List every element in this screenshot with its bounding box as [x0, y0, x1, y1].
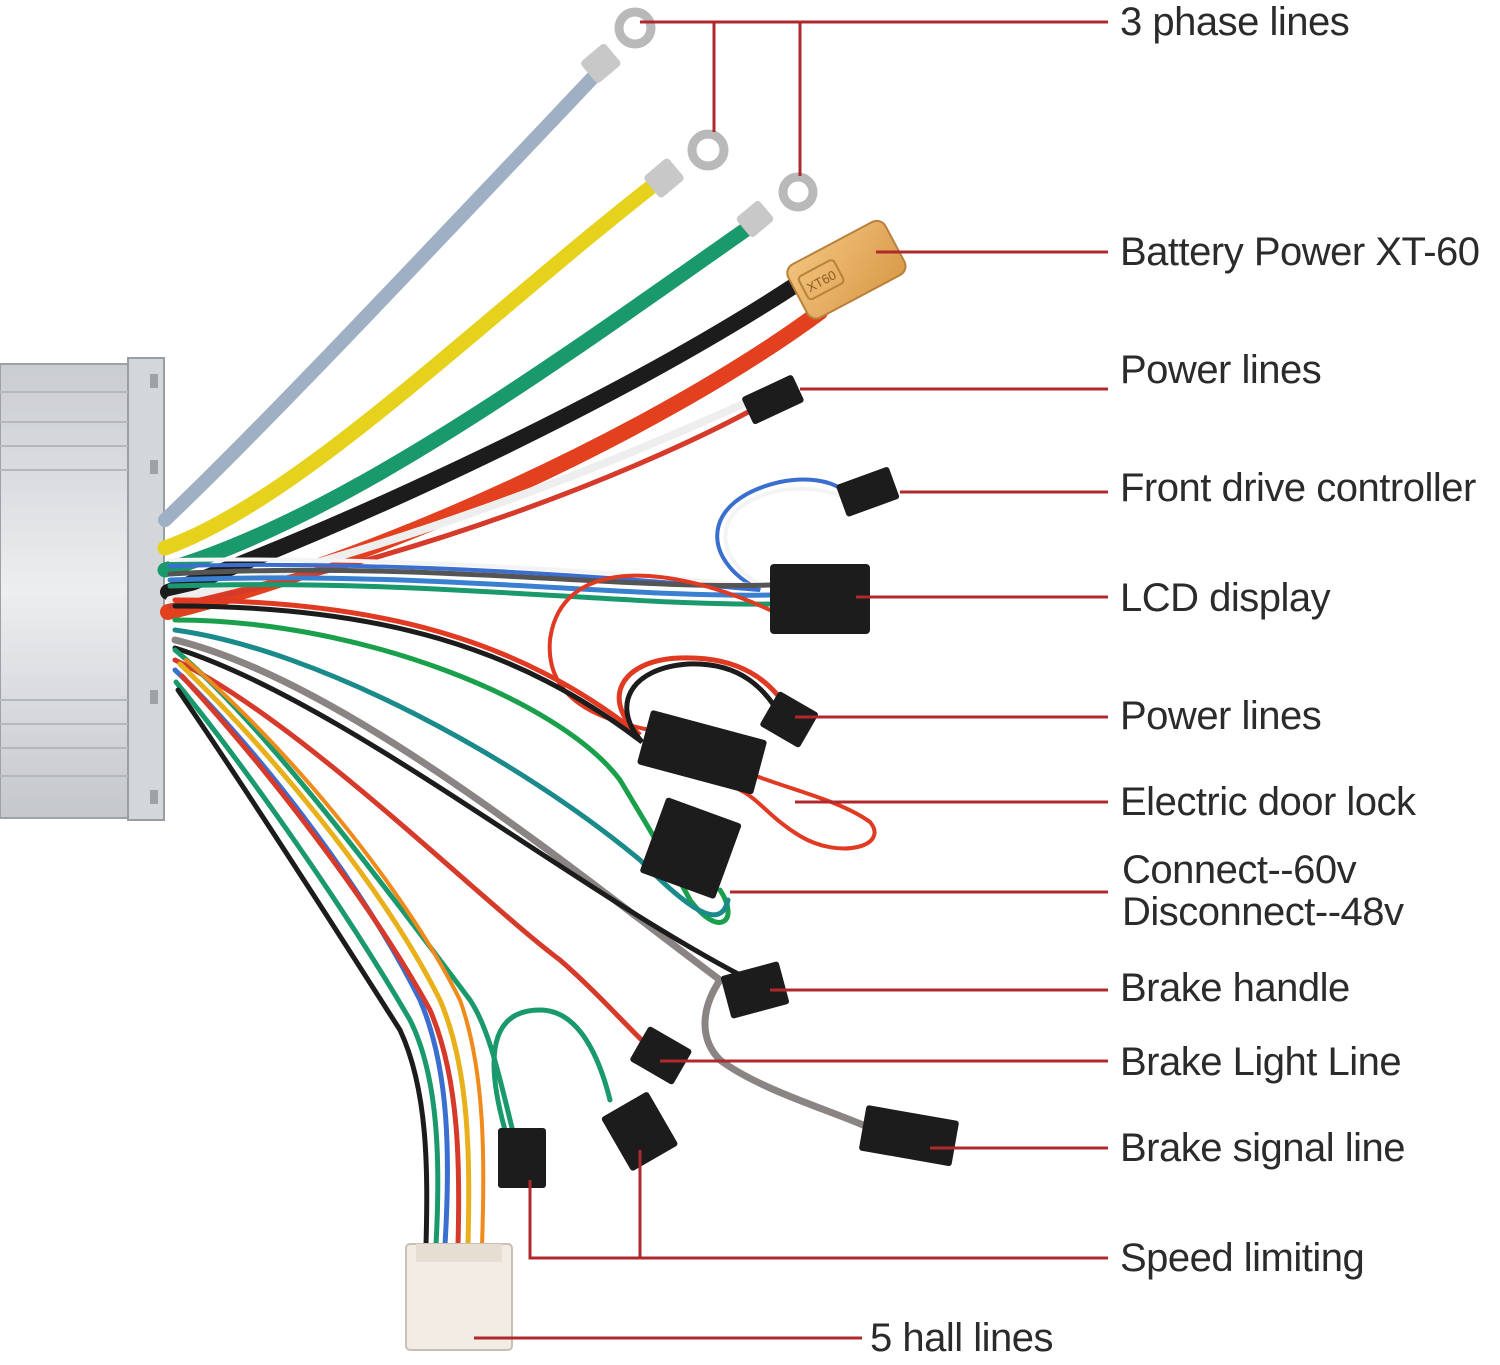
label-disconnect-48v: Disconnect--48v — [1122, 890, 1404, 934]
lcd-wire-2 — [167, 575, 773, 598]
brake-handle-wire-gray — [171, 636, 874, 1132]
xt60-connector: XT60 — [786, 219, 907, 320]
door-lock-connector — [637, 710, 767, 795]
front-drive-wire-blue — [168, 477, 842, 592]
speed-connector-right — [601, 1092, 678, 1171]
hall-connector — [405, 1243, 513, 1351]
label-door-lock: Electric door lock — [1120, 780, 1416, 824]
brake-handle-connector — [721, 961, 789, 1019]
hall-wire-green — [173, 679, 441, 1248]
leader-lines — [474, 20, 1108, 1340]
hall-wire-red — [179, 673, 462, 1248]
door-lock-loop — [738, 768, 877, 851]
label-brake-handle: Brake handle — [1120, 966, 1350, 1010]
brake-light-wire-red — [172, 657, 653, 1051]
power-lines-connector-top — [742, 375, 804, 425]
brake-signal-connector — [859, 1105, 959, 1167]
label-brake-light: Brake Light Line — [1120, 1040, 1402, 1084]
hall-wire-black — [175, 687, 430, 1248]
hall-wire-blue — [172, 667, 450, 1248]
label-lcd-display: LCD display — [1120, 576, 1331, 620]
label-connect-60v: Connect--60v — [1122, 848, 1357, 892]
lcd-wire-red-loop — [547, 573, 772, 732]
voltage-connector — [640, 797, 742, 899]
connectors — [498, 375, 959, 1188]
label-front-drive: Front drive controller — [1120, 466, 1476, 510]
brake-light-connector — [630, 1026, 692, 1085]
label-battery-power: Battery Power XT-60 — [1120, 230, 1480, 274]
lcd-wire-3 — [167, 582, 773, 607]
front-drive-connector — [836, 467, 900, 517]
controller-housing — [0, 357, 165, 821]
label-phase-lines: 3 phase lines — [1120, 0, 1350, 44]
speed-connector-left — [498, 1128, 546, 1188]
ring-terminal-3 — [736, 172, 818, 237]
wire-bundle — [157, 63, 877, 1248]
ring-terminal-2 — [644, 129, 729, 198]
label-hall-lines: 5 hall lines — [870, 1316, 1054, 1360]
hall-wire-orange — [184, 658, 486, 1247]
label-speed-limiting: Speed limiting — [1120, 1236, 1365, 1280]
hall-wire-yellow — [177, 661, 472, 1248]
power-mid-wire-black — [172, 603, 787, 744]
phase-wire-gray — [158, 63, 607, 527]
label-power-lines-top: Power lines — [1120, 348, 1322, 392]
voltage-wire-green — [172, 617, 731, 925]
label-power-lines-mid: Power lines — [1120, 694, 1322, 738]
lcd-connector — [770, 564, 870, 634]
ring-terminals — [581, 7, 818, 237]
power-lines-connector-mid — [760, 691, 818, 748]
leader-speed — [528, 1180, 1108, 1260]
phase-wire-green — [157, 220, 756, 578]
label-brake-signal: Brake signal line — [1120, 1126, 1406, 1170]
ring-terminal-1 — [581, 7, 656, 83]
phase-wire-yellow — [157, 172, 668, 556]
brake-handle-wire-black — [172, 645, 743, 978]
speed-wire-green-2 — [491, 1007, 613, 1133]
voltage-wire-teal — [172, 627, 731, 918]
